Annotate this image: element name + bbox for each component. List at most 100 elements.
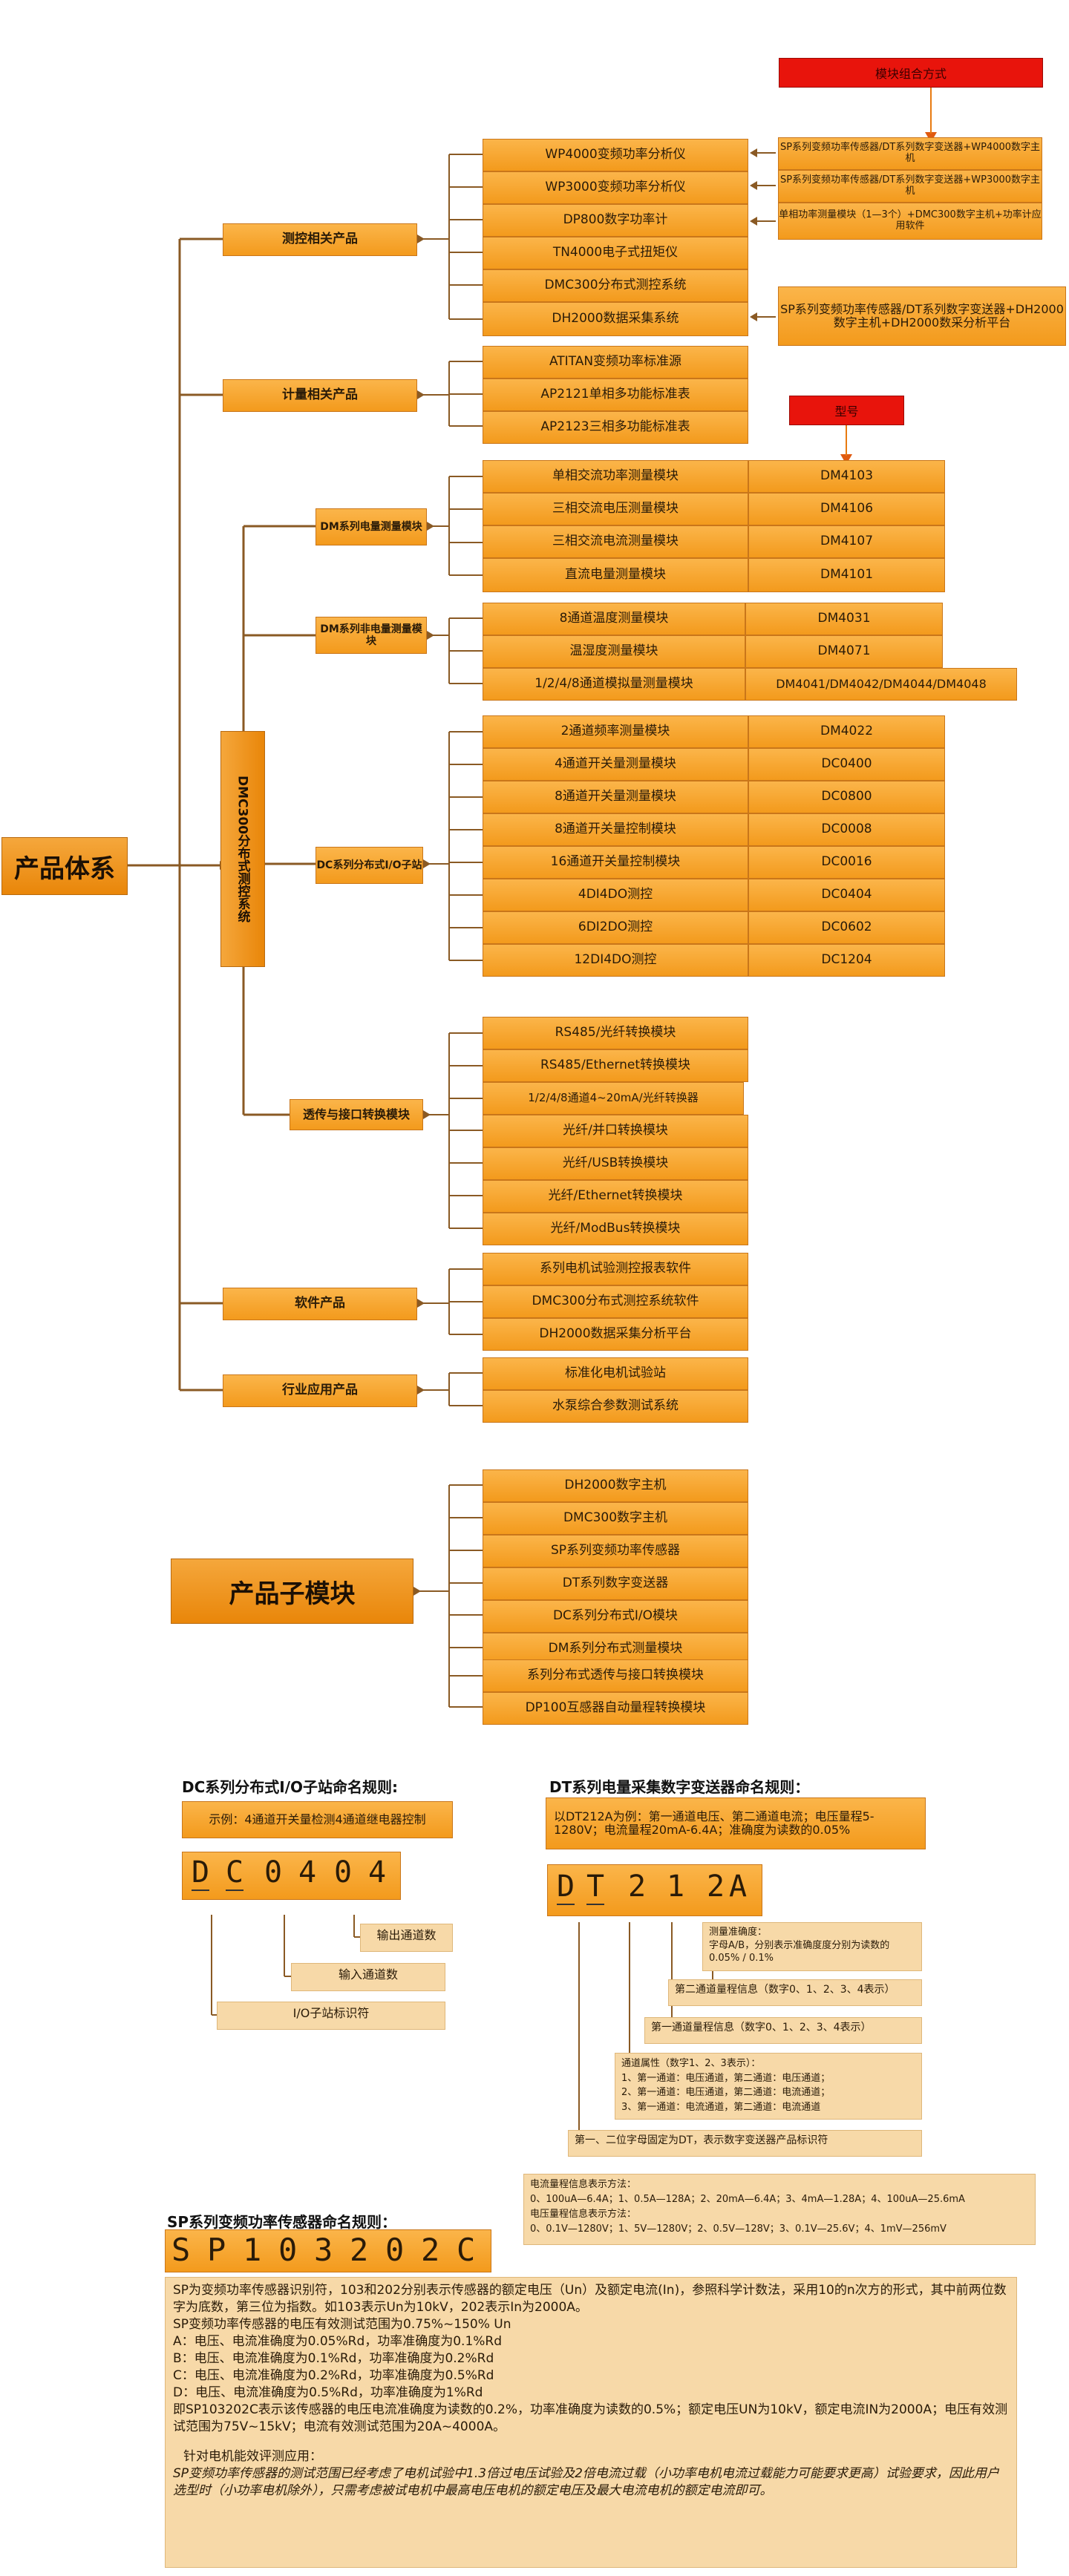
sp-desc-line: A：电压、电流准确度为0.05%Rd，功率准确度为0.1%Rd xyxy=(173,2333,503,2349)
list-item: DH2000数字主机 xyxy=(483,1469,748,1502)
table-row-model: DC0008 xyxy=(748,813,945,846)
category-dm-nonpower: DM系列非电量测量模块 xyxy=(316,617,427,654)
code-letter: A xyxy=(729,1869,748,1904)
list-item: DC系列分布式I/O模块 xyxy=(483,1600,748,1633)
list-item: 光纤/ModBus转换模块 xyxy=(483,1213,748,1245)
table-row-model: DM4101 xyxy=(748,558,945,592)
code-letter: 1 xyxy=(243,2232,262,2268)
list-item: 光纤/USB转换模块 xyxy=(483,1147,748,1180)
code-letter: 0 xyxy=(334,1855,353,1890)
code-letter: 0 xyxy=(278,2232,298,2268)
list-item: DP100互感器自动量程转换模块 xyxy=(483,1692,748,1725)
list-item: AP2123三相多功能标准表 xyxy=(483,411,748,444)
code-letter: T xyxy=(586,1869,605,1905)
table-row-name: 直流电量测量模块 xyxy=(483,558,748,592)
list-item: RS485/Ethernet转换模块 xyxy=(483,1049,748,1082)
code-letter: S xyxy=(171,2232,191,2268)
combo-note: 单相功率测量模块（1—3个）+DMC300数字主机+功率计应用软件 xyxy=(778,203,1042,240)
table-row-name: 1/2/4/8通道模拟量测量模块 xyxy=(483,668,745,701)
combo-header: 模块组合方式 xyxy=(779,58,1043,88)
list-item: WP3000变频功率分析仪 xyxy=(483,171,748,204)
model-header: 型号 xyxy=(789,396,904,425)
code-letter: P xyxy=(207,2232,226,2268)
combo-note: SP系列变频功率传感器/DT系列数字变送器+WP4000数字主机 xyxy=(778,137,1042,170)
table-row-model: DM4071 xyxy=(745,635,943,668)
list-item: RS485/光纤转换模块 xyxy=(483,1017,748,1049)
sub-root-node: 产品子模块 xyxy=(171,1559,413,1624)
table-row-name: 12DI4DO测控 xyxy=(483,944,748,977)
table-row-model: DC1204 xyxy=(748,944,945,977)
category-industry: 行业应用产品 xyxy=(223,1374,417,1407)
dc-naming-example: 示例：4通道开关量检测4通道继电器控制 xyxy=(182,1801,453,1838)
category-dm-power: DM系列电量测量模块 xyxy=(316,508,427,545)
table-row-name: 4DI4DO测控 xyxy=(483,879,748,911)
list-item: DH2000数据采集分析平台 xyxy=(483,1318,748,1351)
table-row-model: DC0800 xyxy=(748,781,945,813)
list-item: WP4000变频功率分析仪 xyxy=(483,139,748,171)
dt-label-accuracy: 测量准确度： 字母A/B，分别表示准确度度分别为读数的 0.05% / 0.1% xyxy=(702,1922,922,1971)
table-row-name: 单相交流功率测量模块 xyxy=(483,460,748,493)
combo-note: SP系列变频功率传感器/DT系列数字变送器+DH2000数字主机+DH2000数… xyxy=(778,286,1066,346)
code-letter: 2 xyxy=(628,1869,647,1904)
table-row-model: DC0400 xyxy=(748,748,945,781)
table-row-name: 温湿度测量模块 xyxy=(483,635,745,668)
list-item: 系列电机试验测控报表软件 xyxy=(483,1253,748,1285)
dc-label-id: I/O子站标识符 xyxy=(217,2002,445,2030)
code-letter: C xyxy=(226,1855,244,1891)
sp-desc-line: C：电压、电流准确度为0.2%Rd，功率准确度为0.5%Rd xyxy=(173,2367,494,2383)
sp-desc-line: SP变频功率传感器的电压有效测试范围为0.75%~150% Un xyxy=(173,2316,511,2332)
root-node: 产品体系 xyxy=(1,837,128,895)
table-row-name: 8通道开关量测量模块 xyxy=(483,781,748,813)
dc-naming-title: DC系列分布式I/O子站命名规则: xyxy=(182,1778,399,1796)
dt-naming-title: DT系列电量采集数字变送器命名规则： xyxy=(549,1778,810,1796)
category-transceiver: 透传与接口转换模块 xyxy=(290,1099,423,1130)
list-item: 水泵综合参数测试系统 xyxy=(483,1390,748,1423)
table-row-model: DM4107 xyxy=(748,525,945,558)
sp-note-body: SP变频功率传感器的测试范围已经考虑了电机试验中1.3倍过电压试验及2倍电流过载… xyxy=(173,2466,999,2499)
code-letter: 1 xyxy=(667,1869,685,1904)
table-row-model: DM4022 xyxy=(748,715,945,748)
sp-description: SP为变频功率传感器识别符，103和202分别表示传感器的额定电压（Un）及额定… xyxy=(165,2277,1017,2568)
sp-naming-title: SP系列变频功率传感器命名规则： xyxy=(167,2213,397,2231)
list-item: AP2121单相多功能标准表 xyxy=(483,378,748,411)
table-row-model: DM4031 xyxy=(745,603,943,635)
dc-label-input: 输入通道数 xyxy=(291,1963,445,1991)
dt-naming-example: 以DT212A为例：第一通道电压、第二通道电流；电压量程5-1280V；电流量程… xyxy=(546,1797,926,1849)
code-letter: 3 xyxy=(314,2232,333,2268)
list-item: DMC300分布式测控系统软件 xyxy=(483,1285,748,1318)
dc-naming-code: D C 0 4 0 4 xyxy=(182,1852,401,1900)
table-row-name: 4通道开关量测量模块 xyxy=(483,748,748,781)
table-row-model: DM4103 xyxy=(748,460,945,493)
category-dc-io: DC系列分布式I/O子站 xyxy=(316,847,423,884)
code-letter: 0 xyxy=(264,1855,283,1890)
list-item: 1/2/4/8通道4~20mA/光纤转换器 xyxy=(483,1082,744,1115)
dt-naming-code: D T 2 1 2 A xyxy=(547,1864,762,1916)
category-software: 软件产品 xyxy=(223,1288,417,1320)
code-letter: 2 xyxy=(421,2232,440,2268)
list-item: DP800数字功率计 xyxy=(483,204,748,237)
dc-label-output: 输出通道数 xyxy=(360,1924,453,1952)
table-row-model: DC0016 xyxy=(748,846,945,879)
list-item: SP系列变频功率传感器 xyxy=(483,1535,748,1567)
table-row-name: 三相交流电流测量模块 xyxy=(483,525,748,558)
table-row-name: 8通道温度测量模块 xyxy=(483,603,745,635)
dmc300-system-node: DMC300分布式测控系统 xyxy=(220,731,265,967)
table-row-name: 2通道频率测量模块 xyxy=(483,715,748,748)
code-letter: 2 xyxy=(350,2232,369,2268)
sp-desc-line: D：电压、电流准确度为0.5%Rd，功率准确度为1%Rd xyxy=(173,2385,483,2400)
code-letter: C xyxy=(457,2232,476,2268)
list-item: DH2000数据采集系统 xyxy=(483,302,748,336)
table-row-name: 6DI2DO测控 xyxy=(483,911,748,944)
code-letter: D xyxy=(192,1855,210,1891)
combo-note: SP系列变频功率传感器/DT系列数字变送器+WP3000数字主机 xyxy=(778,170,1042,203)
list-item: DT系列数字变送器 xyxy=(483,1567,748,1600)
list-item: DMC300分布式测控系统 xyxy=(483,269,748,302)
sp-note-head: 针对电机能效评测应用： xyxy=(183,2449,322,2465)
list-item: 标准化电机试验站 xyxy=(483,1357,748,1390)
table-row-model: DM4106 xyxy=(748,493,945,525)
list-item: ATITAN变频功率标准源 xyxy=(483,346,748,378)
list-item: DMC300数字主机 xyxy=(483,1502,748,1535)
code-letter: 4 xyxy=(368,1855,387,1890)
table-row-name: 16通道开关量控制模块 xyxy=(483,846,748,879)
list-item: 光纤/并口转换模块 xyxy=(483,1115,748,1147)
